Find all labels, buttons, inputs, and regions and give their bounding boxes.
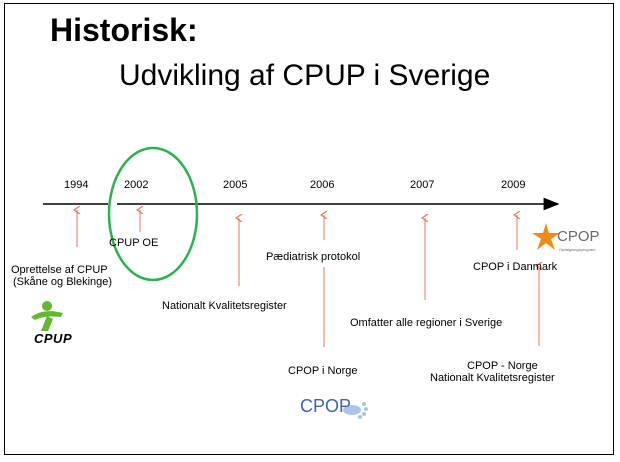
- cpop-danmark-star: [532, 223, 560, 250]
- event-2009-norge-line-1: CPOP - Norge: [467, 360, 538, 372]
- slide: Historisk: Udvikling af CPUP i Sverige 1…: [4, 3, 614, 455]
- slide-title: Historisk:: [50, 12, 198, 48]
- event-2002-label: CPUP OE: [109, 237, 159, 249]
- year-label-2007: 2007: [410, 179, 435, 191]
- year-label-1994: 1994: [64, 179, 89, 191]
- event-2009-norge-line-2: Nationalt Kvalitetsregister: [430, 372, 555, 384]
- event-2009-label: CPOP i Danmark: [473, 261, 558, 273]
- cpop-norge-footprint: [343, 402, 368, 419]
- event-2007-label: Omfatter alle regioner i Sverige: [350, 317, 503, 329]
- event-1994-line-1: Oprettelse af CPUP: [11, 264, 108, 276]
- year-label-2009: 2009: [501, 179, 526, 191]
- cpop-norge-logo: CPOP: [300, 396, 352, 416]
- timeline-graphic: [31, 146, 560, 419]
- year-label-2006: 2006: [310, 179, 335, 191]
- cpop-danmark-logo-tagline: Opfølgningsprogram: [559, 247, 596, 252]
- year-label-2005: 2005: [223, 179, 248, 191]
- event-2006-label: Pædiatrisk protokol: [266, 251, 361, 263]
- slide-subtitle: Udvikling af CPUP i Sverige: [119, 59, 491, 92]
- cpop-danmark-logo: CPOP: [557, 228, 600, 245]
- event-2005-label: Nationalt Kvalitetsregister: [162, 300, 287, 312]
- cpup-logo-figure: [31, 301, 63, 331]
- event-2006-norge-label: CPOP i Norge: [288, 365, 358, 377]
- cpup-logo: CPUP: [34, 331, 73, 346]
- year-label-2002: 2002: [124, 179, 149, 191]
- highlight-circle-2002: [107, 146, 199, 282]
- event-1994-line-2: (Skåne og Blekinge): [13, 276, 113, 288]
